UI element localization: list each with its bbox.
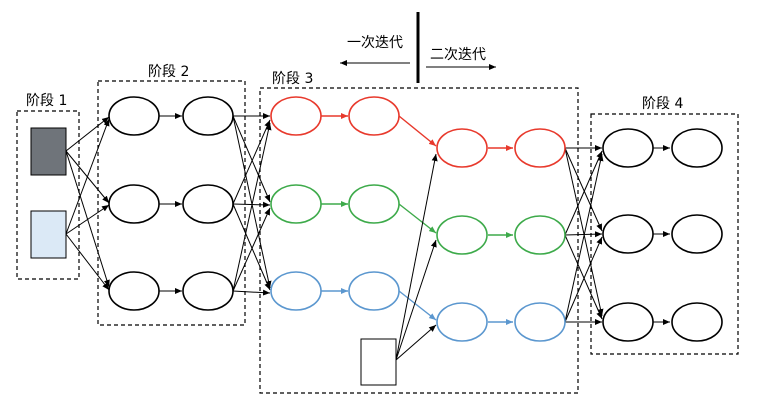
edges-stage3-to-stage4: [564, 145, 604, 325]
blue-chain-edges: [321, 288, 513, 325]
stage-1-label: 阶段 1: [26, 93, 67, 109]
stage4-node: [671, 128, 723, 168]
red-node: [270, 96, 322, 136]
stage2-node: [182, 96, 234, 136]
stage-2-nodes: [108, 96, 234, 311]
stage2-node: [108, 271, 160, 311]
edges-within-stage4: [653, 145, 670, 325]
stage4-node: [602, 214, 654, 254]
blue-node: [348, 271, 400, 311]
red-node: [348, 96, 400, 136]
green-node: [514, 215, 566, 255]
stage-4-nodes: [602, 128, 723, 342]
stage2-node: [108, 96, 160, 136]
edges-within-stage2: [159, 113, 182, 294]
red-node: [514, 128, 566, 168]
blue-node: [270, 271, 322, 311]
input-block-light: [30, 210, 67, 259]
blue-node: [436, 302, 488, 342]
stage-4-label: 阶段 4: [642, 96, 683, 112]
stage-3-label: 阶段 3: [272, 71, 313, 87]
stage4-node: [671, 214, 723, 254]
green-node: [270, 184, 322, 224]
second-iteration-label: 二次迭代: [430, 47, 486, 63]
stage-2-label: 阶段 2: [148, 64, 189, 80]
input-block-dark: [30, 127, 67, 176]
edges-stage2-to-stage3: [232, 113, 272, 296]
stage-1-box: [16, 110, 80, 280]
stage4-node: [671, 302, 723, 342]
first-iteration-label: 一次迭代: [347, 35, 403, 51]
stage4-node: [602, 302, 654, 342]
stage-3-second-iteration-nodes: [436, 128, 566, 342]
green-chain-edges: [321, 201, 513, 238]
stage-2-box: [97, 80, 246, 326]
red-chain-edges: [321, 113, 513, 151]
edges-stage1-to-stage2: [65, 116, 110, 291]
stage4-node: [602, 128, 654, 168]
stage2-node: [182, 271, 234, 311]
stage2-node: [108, 184, 160, 224]
edges-auxiliary-block: [395, 153, 438, 361]
blue-node: [514, 302, 566, 342]
green-node: [348, 184, 400, 224]
stage2-node: [182, 184, 234, 224]
green-node: [436, 215, 488, 255]
auxiliary-block: [360, 338, 397, 386]
stage-3-first-iteration-nodes: [270, 96, 400, 311]
red-node: [436, 128, 488, 168]
